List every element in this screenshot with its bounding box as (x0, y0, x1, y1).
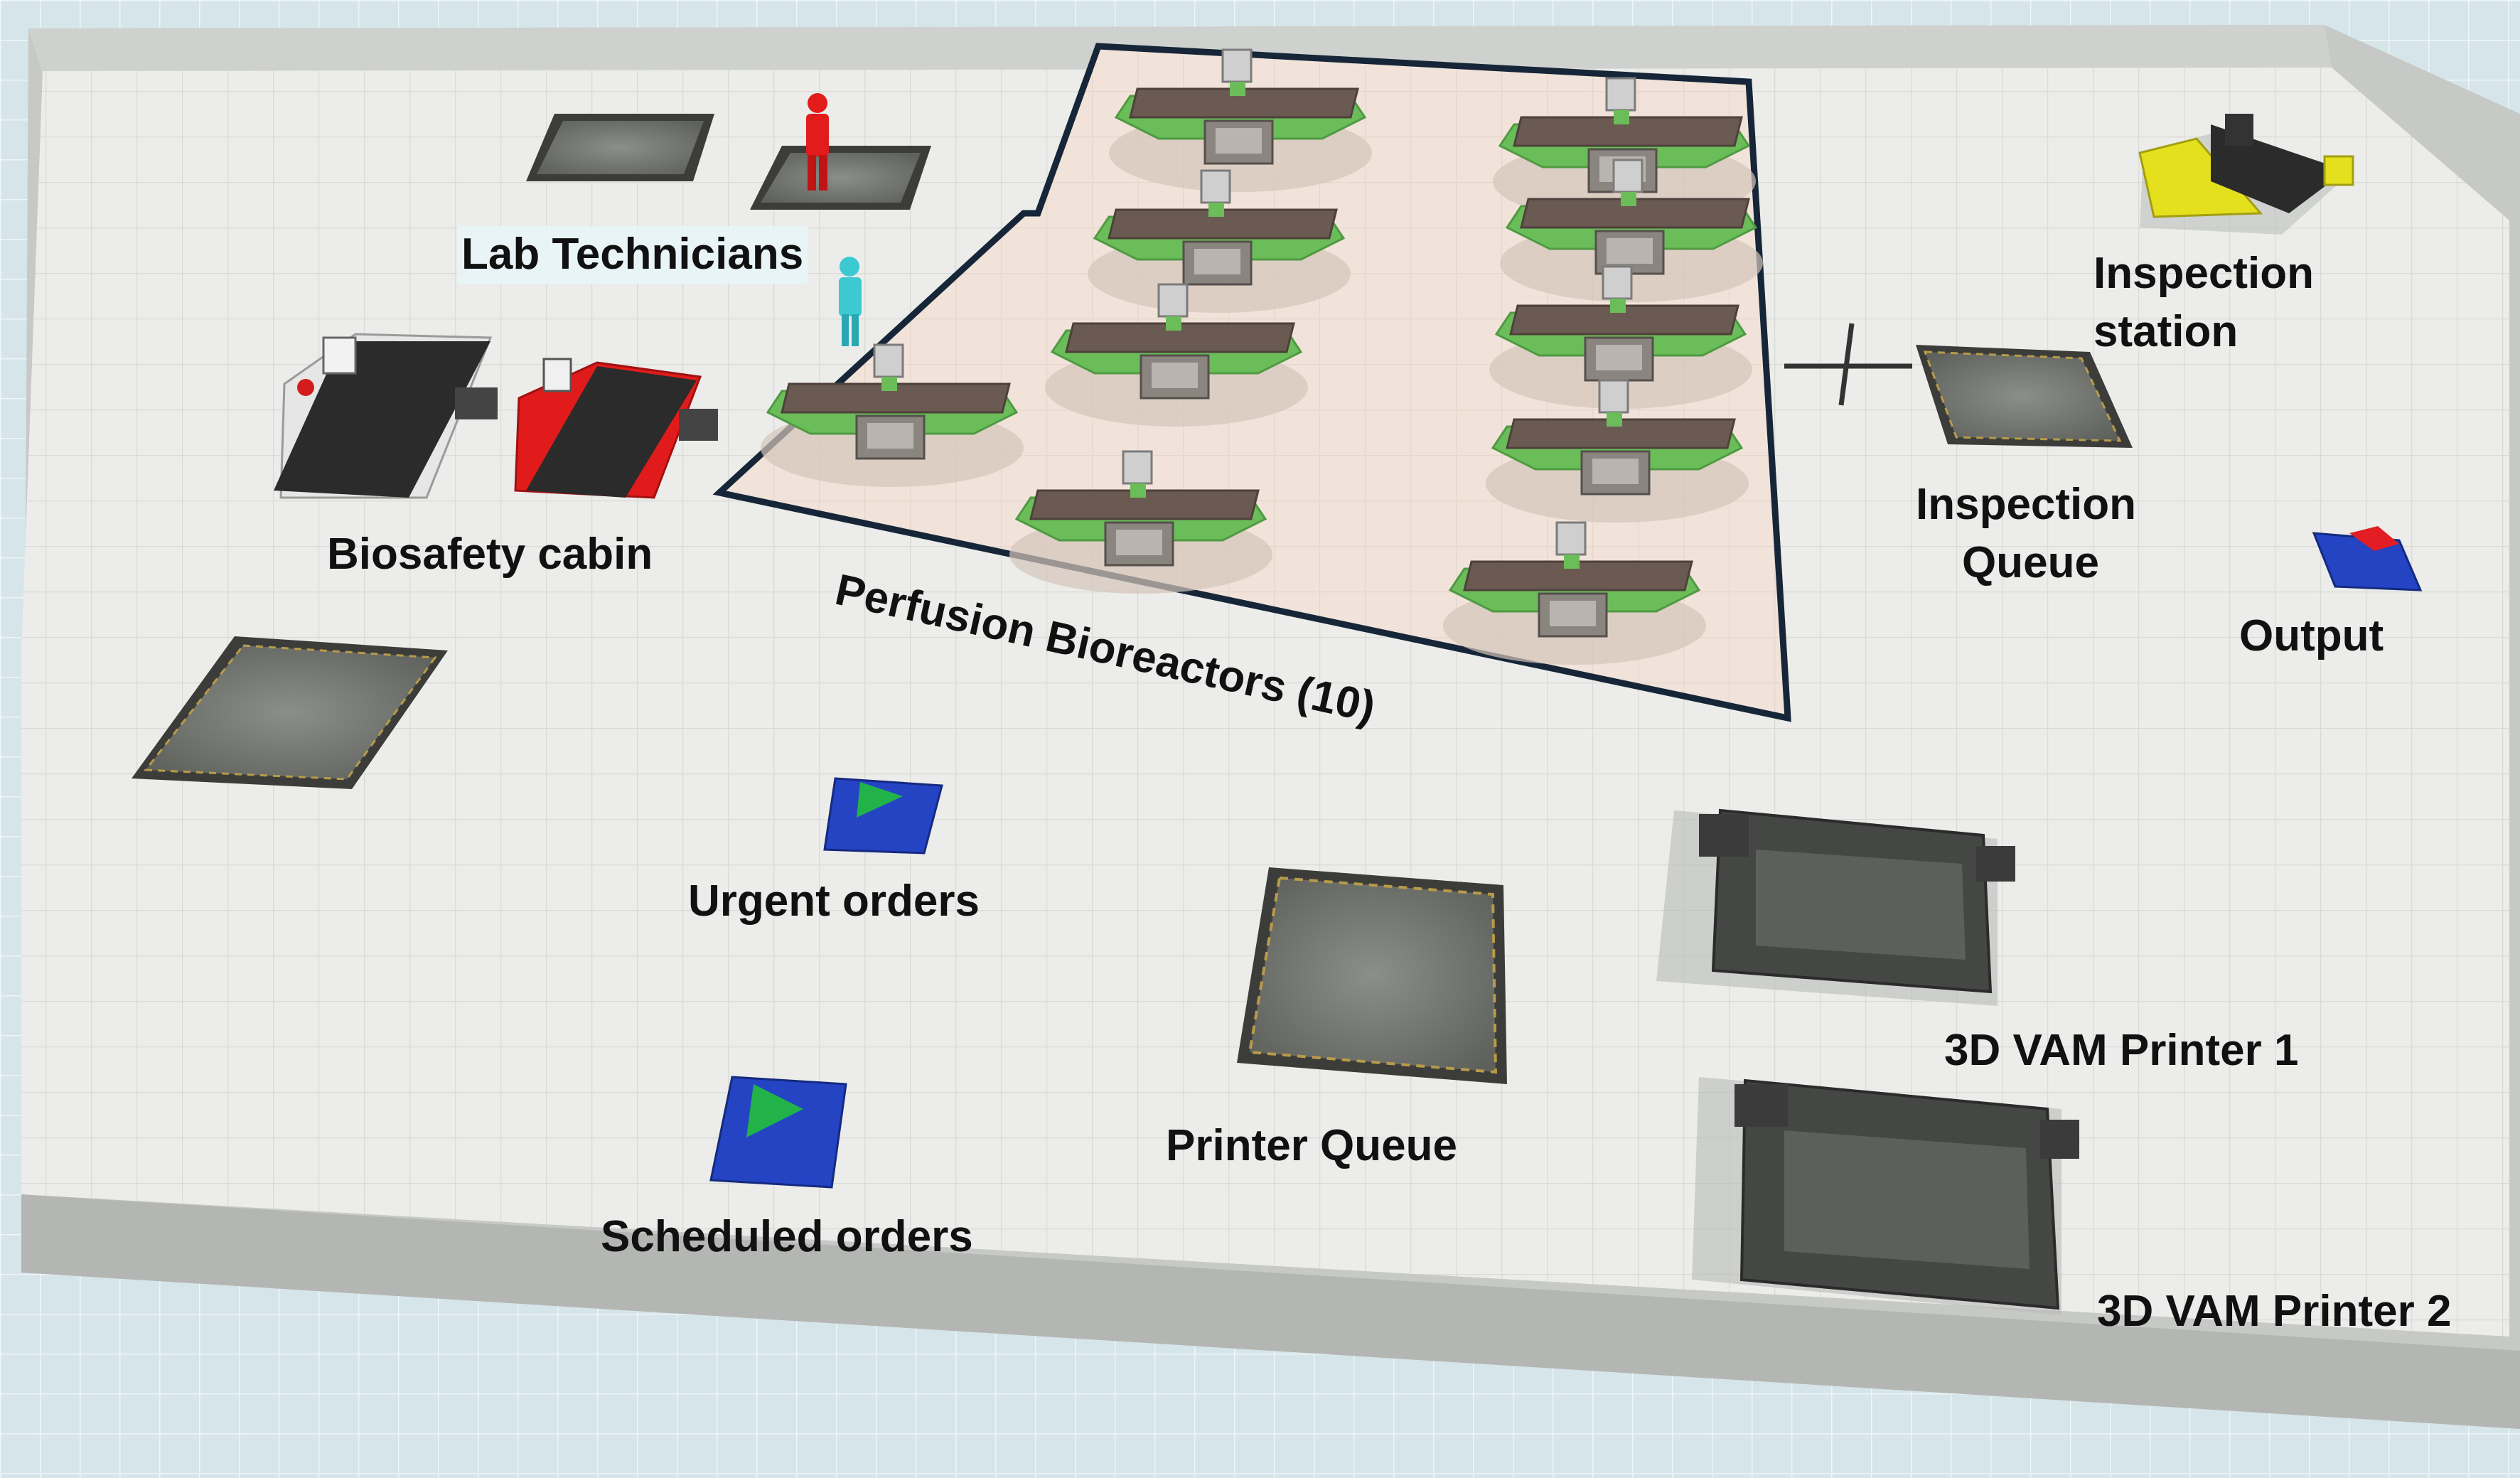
printer-queue-label: Printer Queue (1166, 1121, 1457, 1170)
3d-vam-printer-2 (1692, 1077, 2079, 1315)
inspection-station-label-line1: Inspection (2093, 249, 2315, 298)
inspection-queue-label-line1: Inspection (1916, 480, 2137, 529)
lab-technicians-label: Lab Technicians (457, 226, 808, 284)
person-figure-icon (839, 257, 862, 346)
inspection-queue (1916, 345, 2133, 448)
scheduled-orders-label: Scheduled orders (601, 1212, 973, 1261)
output-label: Output (2239, 611, 2384, 660)
biosafety-cabin-label: Biosafety cabin (327, 530, 653, 579)
output-sink (2312, 526, 2423, 591)
inspection-queue-label-line2: Queue (1962, 538, 2099, 587)
biosafety-cabin-white (274, 333, 498, 499)
printer-queue (1237, 867, 1507, 1084)
technician-pad-2 (750, 146, 931, 210)
printer-1-label: 3D VAM Printer 1 (1944, 1026, 2299, 1075)
person-figure-icon (806, 93, 829, 191)
connector-marker (1784, 323, 1912, 406)
printer-2-label: 3D VAM Printer 2 (2097, 1287, 2452, 1336)
3d-vam-printer-1 (1656, 808, 2015, 1006)
urgent-orders-label: Urgent orders (688, 877, 980, 926)
biosafety-cabin-red (514, 358, 718, 499)
technician-pad-1 (526, 114, 714, 181)
empty-queue-left (132, 636, 448, 789)
inspection-station-label-line2: station (2093, 307, 2238, 356)
inspection-station (2138, 114, 2354, 235)
scheduled-orders-source (709, 1076, 847, 1189)
urgent-orders-source (823, 777, 943, 855)
